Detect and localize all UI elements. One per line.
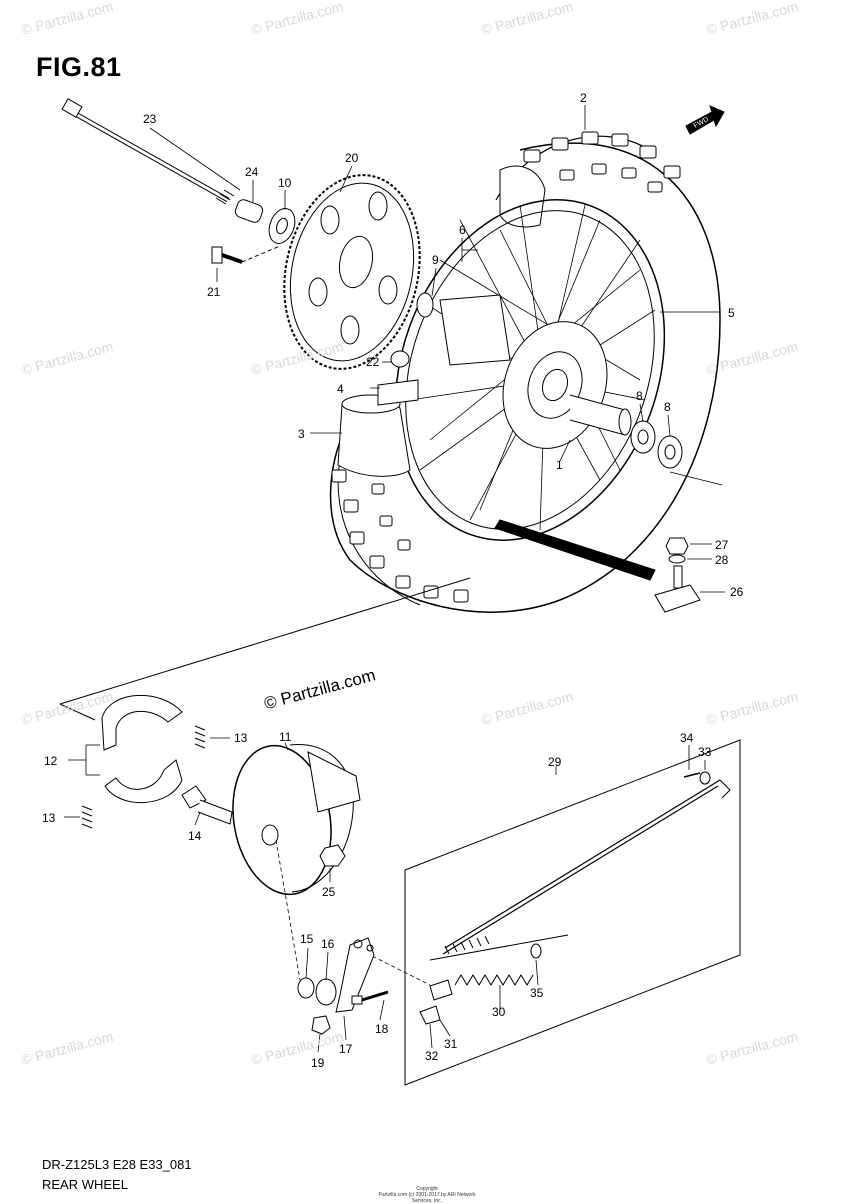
- inner-tube: [337, 394, 411, 477]
- sprocket-bearing: [416, 292, 434, 318]
- valve-parts: [654, 537, 701, 613]
- callout: 2: [580, 91, 587, 105]
- small-print: Copyright Partzilla.com (c) 2001-2017 by…: [372, 1186, 482, 1204]
- callout: 29: [548, 755, 562, 769]
- small-print-line1: Copyright: [416, 1186, 438, 1192]
- callout: 10: [278, 176, 292, 190]
- callout: 9: [432, 253, 439, 267]
- footer-code: DR-Z125L3 E28 E33_081: [42, 1157, 192, 1172]
- callout: 27: [715, 538, 729, 552]
- rim-band: [377, 379, 419, 406]
- callout: 22: [366, 355, 380, 369]
- arm-bolt: [351, 990, 389, 1005]
- rear-hub: [439, 294, 632, 449]
- spacer: [234, 199, 264, 223]
- callout: 31: [444, 1037, 458, 1051]
- callout: 4: [337, 382, 344, 396]
- callout: 11: [279, 730, 292, 744]
- wheel-bearings: [630, 420, 683, 469]
- callout: 3: [298, 427, 305, 441]
- brake-shoes: [101, 694, 183, 804]
- callout: 8: [664, 400, 671, 414]
- callout: 28: [715, 553, 729, 567]
- rod-washer-top: [699, 771, 711, 785]
- callout-labels: 1 2 3 4 5 6 8 8 9 10 11 12 13 13 14 15 1…: [42, 91, 744, 1070]
- brake-arm: [335, 937, 375, 1013]
- callout: 1: [556, 458, 563, 472]
- oil-seal: [268, 208, 296, 244]
- callout: 21: [207, 285, 221, 299]
- figure-title: FIG.81: [36, 52, 122, 82]
- cotter-pin: [683, 772, 701, 778]
- cam-seal: [297, 977, 315, 999]
- callout: 15: [300, 932, 314, 946]
- callout: 5: [728, 306, 735, 320]
- callout: 8: [636, 389, 643, 403]
- rear-axle: [61, 98, 235, 205]
- callout: 33: [698, 745, 712, 759]
- callout: 24: [245, 165, 259, 179]
- callout: 32: [425, 1049, 439, 1063]
- rod-joint: [429, 979, 453, 1001]
- rod-spring: [454, 974, 534, 986]
- callout: 30: [492, 1005, 506, 1019]
- brake-springs: [81, 725, 206, 829]
- brake-panel: [232, 743, 361, 896]
- fwd-arrow-badge: [685, 105, 725, 135]
- rear-rim: [394, 199, 666, 541]
- callout: 20: [345, 151, 359, 165]
- panel-nut: [319, 844, 346, 867]
- brake-rod-box: [404, 739, 741, 1086]
- callout: 12: [44, 754, 58, 768]
- callout: 25: [322, 885, 336, 899]
- arm-nut: [311, 1015, 331, 1035]
- wear-indicator: [315, 978, 337, 1006]
- callout: 35: [530, 986, 544, 1000]
- callout: 13: [42, 811, 56, 825]
- callout: 23: [143, 112, 157, 126]
- callout: 16: [321, 937, 335, 951]
- callout: 18: [375, 1022, 389, 1036]
- brake-cam: [181, 785, 233, 825]
- rod-washer: [530, 943, 542, 959]
- rear-sprocket: [283, 174, 421, 370]
- small-print-line2: Partzilla.com (c) 2001-2017 by ARI Netwo…: [378, 1192, 476, 1204]
- valve-pointer: [494, 519, 656, 581]
- callout: 26: [730, 585, 744, 599]
- footer-name: REAR WHEEL: [42, 1177, 128, 1192]
- callout: 17: [339, 1042, 353, 1056]
- sprocket-bolt: [211, 245, 281, 264]
- callout: 6: [459, 223, 466, 237]
- rod-pin: [419, 1005, 441, 1025]
- callout: 14: [188, 829, 202, 843]
- callout: 13: [234, 731, 248, 745]
- callout: 34: [680, 731, 694, 745]
- callout: 19: [311, 1056, 325, 1070]
- sprocket-nut: [390, 350, 410, 368]
